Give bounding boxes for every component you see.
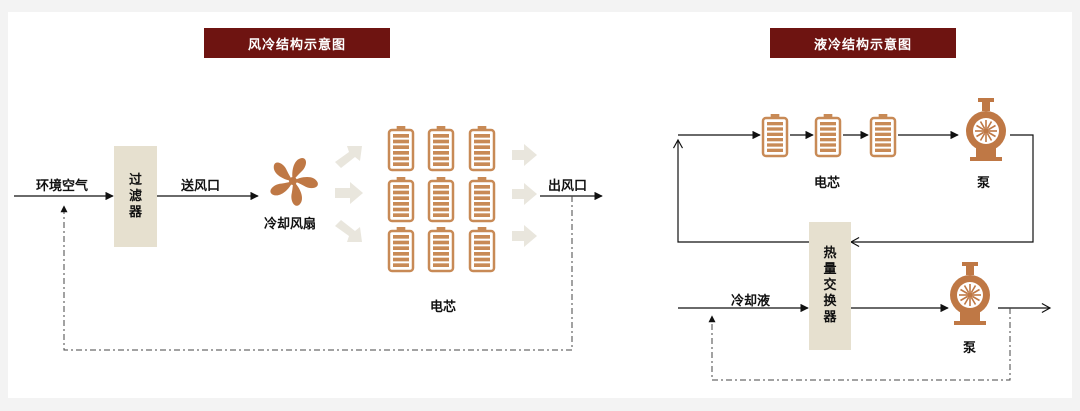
battery-icon — [387, 126, 415, 172]
battery-icon — [468, 177, 496, 223]
battery-icon — [427, 126, 455, 172]
liquid-cooling-title: 液冷结构示意图 — [770, 28, 956, 58]
filter-box: 过 滤 器 — [114, 146, 157, 247]
pump-top-label: 泵 — [977, 176, 991, 191]
diagram-canvas — [8, 12, 1072, 398]
battery-icon — [427, 177, 455, 223]
exchanger-return — [672, 138, 809, 243]
air-cooling-title: 风冷结构示意图 — [204, 28, 390, 58]
battery-icon — [468, 227, 496, 273]
liquid-return-loop — [708, 308, 1011, 381]
exit-arrow-icon — [512, 144, 537, 247]
battery-icon — [869, 114, 897, 158]
coolant-label: 冷却液 — [731, 294, 771, 309]
liquid-cell-label: 电芯 — [814, 176, 841, 191]
battery-icon — [814, 114, 842, 158]
pump-icon — [950, 262, 990, 325]
battery-icon — [387, 227, 415, 273]
battery-icon — [427, 227, 455, 273]
pump-bottom-label: 泵 — [963, 341, 977, 356]
ambient-air-label: 环境空气 — [36, 179, 89, 194]
cooling-fan-label: 冷却风扇 — [264, 217, 317, 232]
heat-exchanger-box: 热 量 交 换 器 — [809, 222, 851, 350]
battery-icon — [761, 114, 789, 158]
pump-return — [849, 134, 1034, 248]
air-cell-label: 电芯 — [430, 300, 457, 315]
pump-icon — [966, 98, 1006, 161]
outlet-label: 出风口 — [548, 179, 588, 194]
air-return-loop — [60, 196, 573, 351]
supply-vent-label: 送风口 — [181, 179, 221, 194]
filter-label: 过 滤 器 — [128, 172, 142, 220]
heat-exchanger-label: 热 量 交 换 器 — [823, 246, 837, 325]
battery-icon — [468, 126, 496, 172]
fan-icon — [270, 158, 318, 206]
battery-icon — [387, 177, 415, 223]
wind-arrow-icon — [335, 146, 363, 242]
